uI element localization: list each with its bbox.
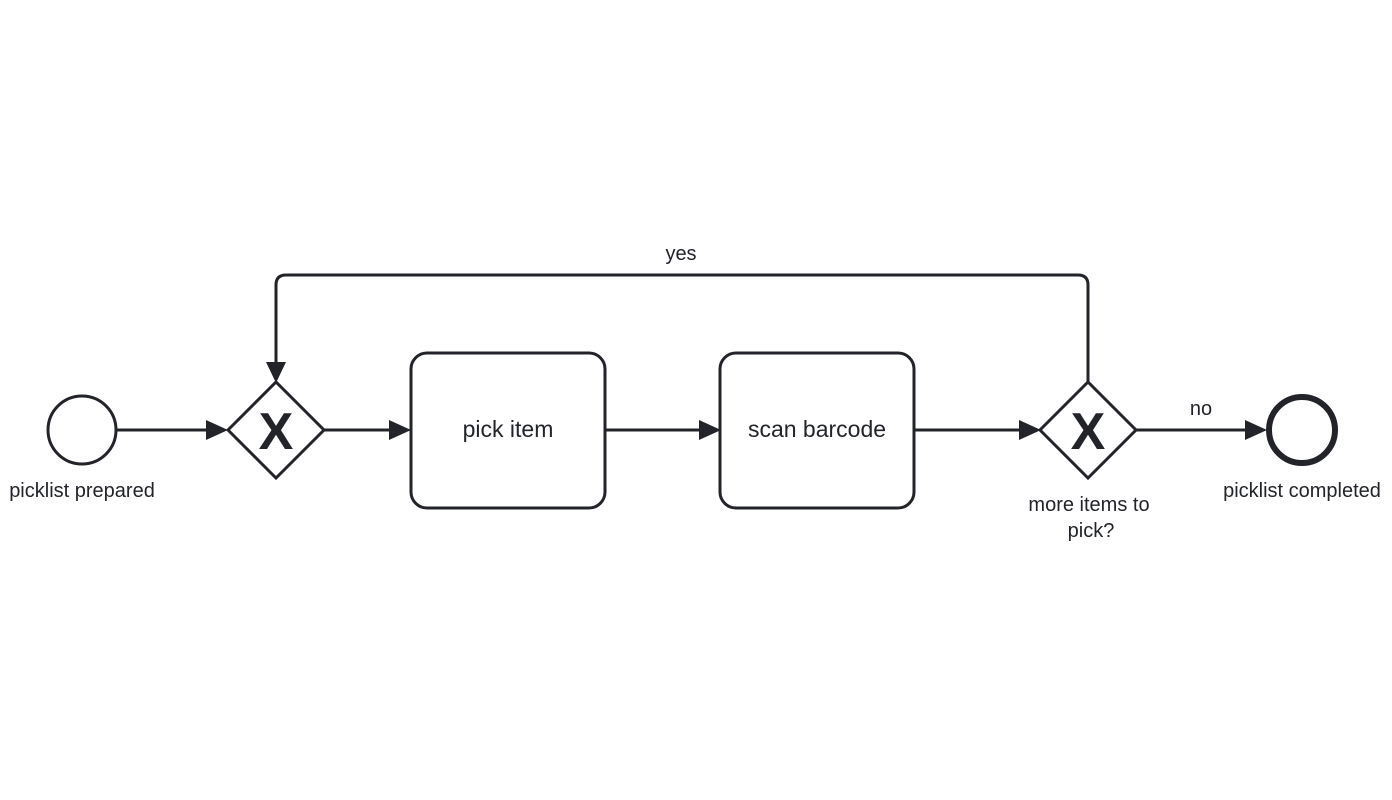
exclusive-gateway-diamond-icon <box>225 379 327 481</box>
decision-gateway-label-line1: more items to <box>1028 494 1149 516</box>
arrowhead-icon <box>389 420 411 440</box>
start-event-label: picklist prepared <box>9 480 155 502</box>
arrowhead-icon <box>699 420 721 440</box>
flow-scan-to-decision[interactable] <box>914 420 1041 440</box>
merge-gateway[interactable]: X <box>225 379 327 481</box>
flow-decision-to-merge-yes[interactable]: yes <box>266 243 1090 383</box>
gateway-x-marker-icon: X <box>1071 403 1106 461</box>
end-event[interactable]: picklist completed <box>1223 394 1381 502</box>
end-event-circle-icon <box>1266 394 1338 466</box>
flow-pick-to-scan[interactable] <box>605 420 721 440</box>
gateway-x-marker-icon: X <box>259 403 294 461</box>
decision-gateway[interactable]: X more items to pick? <box>1028 379 1150 542</box>
flow-decision-to-end-no[interactable]: no <box>1136 398 1267 440</box>
task-scan-barcode[interactable]: scan barcode <box>718 351 916 510</box>
decision-gateway-label-line2: pick? <box>1068 520 1115 542</box>
flow-label-no: no <box>1190 398 1212 420</box>
flow-start-to-merge[interactable] <box>117 420 228 440</box>
task-box <box>409 351 607 510</box>
end-event-label: picklist completed <box>1223 480 1381 502</box>
arrowhead-icon <box>1245 420 1267 440</box>
exclusive-gateway-diamond-icon <box>1037 379 1139 481</box>
task-pick-item[interactable]: pick item <box>409 351 607 510</box>
arrowhead-icon <box>1019 420 1041 440</box>
arrowhead-icon <box>266 362 286 383</box>
task-label: pick item <box>463 416 554 442</box>
start-event-circle-icon <box>46 394 118 466</box>
start-event[interactable]: picklist prepared <box>9 394 155 502</box>
arrowhead-icon <box>206 420 228 440</box>
task-box <box>718 351 916 510</box>
flow-label-yes: yes <box>665 243 696 265</box>
task-label: scan barcode <box>748 416 886 442</box>
flow-merge-to-pick[interactable] <box>323 420 411 440</box>
